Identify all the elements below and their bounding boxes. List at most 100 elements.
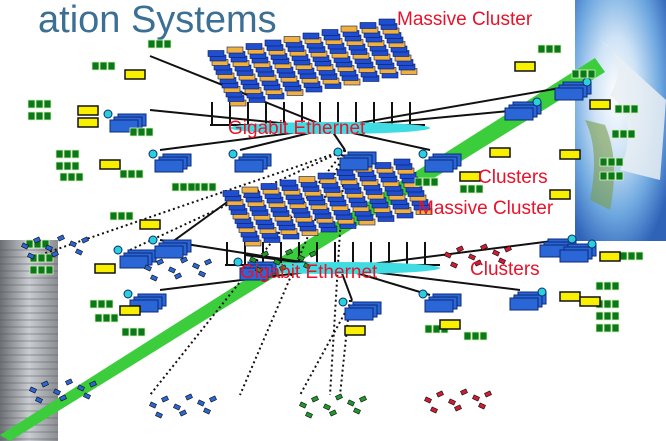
chip-cluster	[121, 327, 146, 337]
workstation	[504, 97, 542, 121]
rack-server	[207, 50, 225, 57]
card-group	[77, 61, 621, 336]
rack-server	[260, 183, 278, 190]
mini-node-cluster	[144, 256, 212, 282]
yellow-card	[124, 69, 146, 80]
chip-group	[25, 39, 644, 341]
mini-node-cluster	[21, 234, 89, 260]
rack-server	[283, 36, 301, 43]
mini-node-cluster	[149, 393, 217, 419]
yellow-card	[599, 251, 621, 262]
mini-node-cluster	[299, 393, 367, 419]
chip-cluster	[129, 127, 154, 137]
chip-cluster	[414, 177, 439, 187]
workstation	[559, 239, 597, 263]
rack-server	[378, 18, 396, 26]
massive-cluster-rack-top	[207, 18, 425, 126]
yellow-card	[119, 305, 141, 316]
workstation	[113, 245, 157, 269]
gigabit-hub-top	[230, 122, 430, 134]
chip-cluster	[537, 44, 562, 54]
yellow-card	[439, 319, 461, 330]
rack-server	[298, 176, 316, 183]
yellow-card	[344, 325, 366, 336]
chip-cluster	[599, 171, 624, 181]
rack-server	[340, 25, 358, 33]
mini-node-cluster	[29, 378, 97, 404]
workstation	[554, 77, 592, 101]
chip-cluster	[29, 265, 54, 275]
rack-server	[226, 46, 244, 54]
yellow-card	[549, 189, 571, 200]
chip-cluster	[599, 157, 624, 167]
chip-cluster	[595, 311, 620, 321]
chip-cluster	[91, 61, 116, 71]
workstation	[418, 289, 462, 313]
yellow-card	[99, 159, 121, 170]
workstation	[333, 147, 377, 171]
workstation	[148, 149, 192, 173]
dotted-link	[329, 149, 346, 396]
rack-server	[245, 43, 263, 50]
massive-cluster-label-bottom: Massive Cluster	[418, 198, 554, 219]
dotted-link	[299, 299, 353, 396]
clusters-label-top: Clusters	[478, 167, 548, 188]
dotted-link	[39, 149, 346, 256]
yellow-card	[489, 147, 511, 158]
chip-cluster	[595, 281, 620, 291]
yellow-card	[559, 149, 581, 160]
chip-cluster	[94, 313, 119, 323]
network-link	[329, 87, 561, 129]
workstation	[418, 149, 462, 173]
gigabit-ethernet-label-top: Gigabit Ethernet	[228, 118, 366, 139]
chip-cluster	[109, 211, 134, 221]
chip-cluster	[459, 184, 484, 194]
rack-server	[393, 158, 411, 166]
chip-cluster	[463, 331, 488, 341]
rack-server	[279, 179, 297, 187]
chip-cluster	[119, 169, 144, 179]
chip-cluster	[27, 111, 52, 121]
earth-image	[575, 0, 666, 241]
rack-server	[264, 39, 282, 47]
clusters-label-bottom: Clusters	[470, 259, 540, 280]
yellow-card	[139, 219, 161, 230]
chip-cluster	[55, 161, 80, 171]
chip-cluster	[171, 182, 196, 192]
rack-server	[374, 162, 392, 169]
chip-cluster	[89, 299, 114, 309]
massive-cluster-rack-bottom	[222, 158, 440, 266]
gigabit-ethernet-label-bottom: Gigabit Ethernet	[240, 262, 378, 283]
mini-node-group	[21, 234, 512, 419]
workstation	[148, 235, 192, 259]
chip-cluster	[571, 69, 596, 79]
yellow-card	[94, 263, 116, 274]
chip-cluster	[619, 251, 644, 261]
workstation	[228, 149, 272, 173]
chip-cluster	[147, 39, 172, 49]
mini-node-cluster	[249, 248, 317, 274]
rack-server	[241, 186, 259, 194]
chip-cluster	[59, 172, 84, 182]
chip-cluster	[55, 149, 80, 159]
mini-node-cluster	[444, 243, 512, 269]
chip-cluster	[192, 182, 217, 192]
massive-cluster-label-top: Massive Cluster	[397, 9, 533, 30]
rack-server	[302, 32, 320, 40]
yellow-card	[77, 105, 99, 116]
yellow-card	[559, 291, 581, 302]
rack-server	[359, 22, 377, 29]
yellow-card	[514, 61, 536, 72]
yellow-card	[77, 117, 99, 128]
chip-cluster	[595, 323, 620, 333]
workstation	[338, 297, 382, 321]
rack-server	[222, 190, 240, 197]
yellow-card	[589, 99, 611, 110]
yellow-card	[459, 171, 481, 182]
gigabit-hub-bottom	[240, 262, 440, 274]
workstation	[509, 287, 547, 311]
chip-cluster	[614, 104, 639, 114]
rack-server	[317, 172, 335, 180]
mini-node-cluster	[424, 388, 492, 414]
